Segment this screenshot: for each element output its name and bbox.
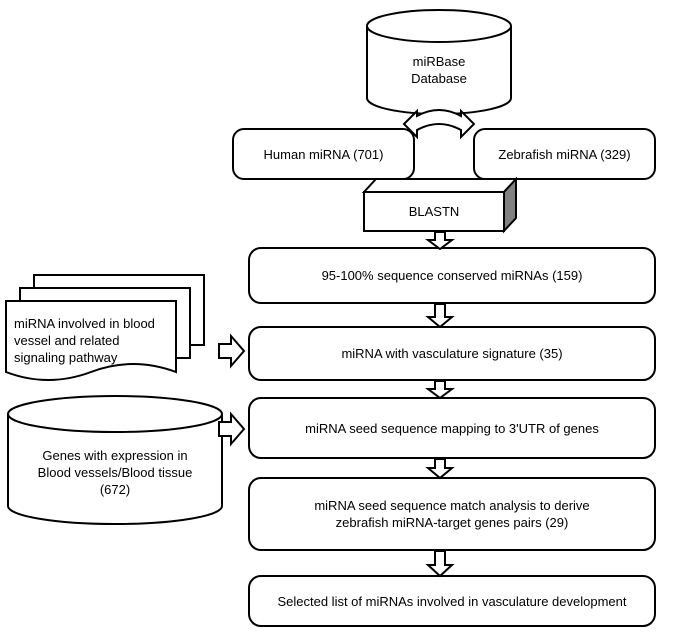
double-headed-arrow (402, 108, 476, 140)
zebrafish-mirna-label: Zebrafish miRNA (329) (498, 146, 631, 162)
vasculature-signature-label: miRNA with vasculature signature (35) (341, 346, 563, 361)
seed-mapping-label: miRNA seed sequence mapping to 3'UTR of … (305, 420, 599, 436)
zebrafish-mirna-box (473, 128, 656, 180)
right-arrow (218, 333, 246, 369)
human-mirna-box (232, 128, 415, 180)
right-arrow (218, 411, 246, 447)
genes-database-label: Genes with expression in Blood vessels/B… (37, 447, 193, 497)
down-arrow (425, 550, 455, 578)
seed-match-label: miRNA seed sequence match analysis to de… (314, 498, 590, 530)
down-arrow (425, 231, 455, 251)
multi-document-shape (5, 274, 205, 381)
seed-mapping-box (248, 397, 656, 459)
blastn-label: BLASTN (408, 204, 460, 219)
down-arrow (425, 458, 455, 480)
selected-list-label: Selected list of miRNAs involved in vasc… (277, 593, 627, 609)
genes-database-shape (7, 395, 223, 525)
human-mirna-label: Human miRNA (701) (263, 146, 384, 162)
down-arrow (425, 303, 455, 329)
conserved-mirnas-box (248, 247, 656, 304)
mirbase-database-shape (366, 9, 512, 115)
blood-vessel-document-label: miRNA involved in blood vessel and relat… (14, 315, 155, 365)
blastn-box (361, 176, 519, 234)
seed-match-box (248, 477, 656, 551)
selected-list-box (248, 575, 656, 627)
down-arrow (425, 380, 455, 400)
vasculature-signature-box (248, 326, 656, 381)
conserved-mirnas-label: 95-100% sequence conserved miRNAs (159) (321, 268, 583, 283)
mirbase-database-label: miRBase Database (411, 54, 467, 86)
